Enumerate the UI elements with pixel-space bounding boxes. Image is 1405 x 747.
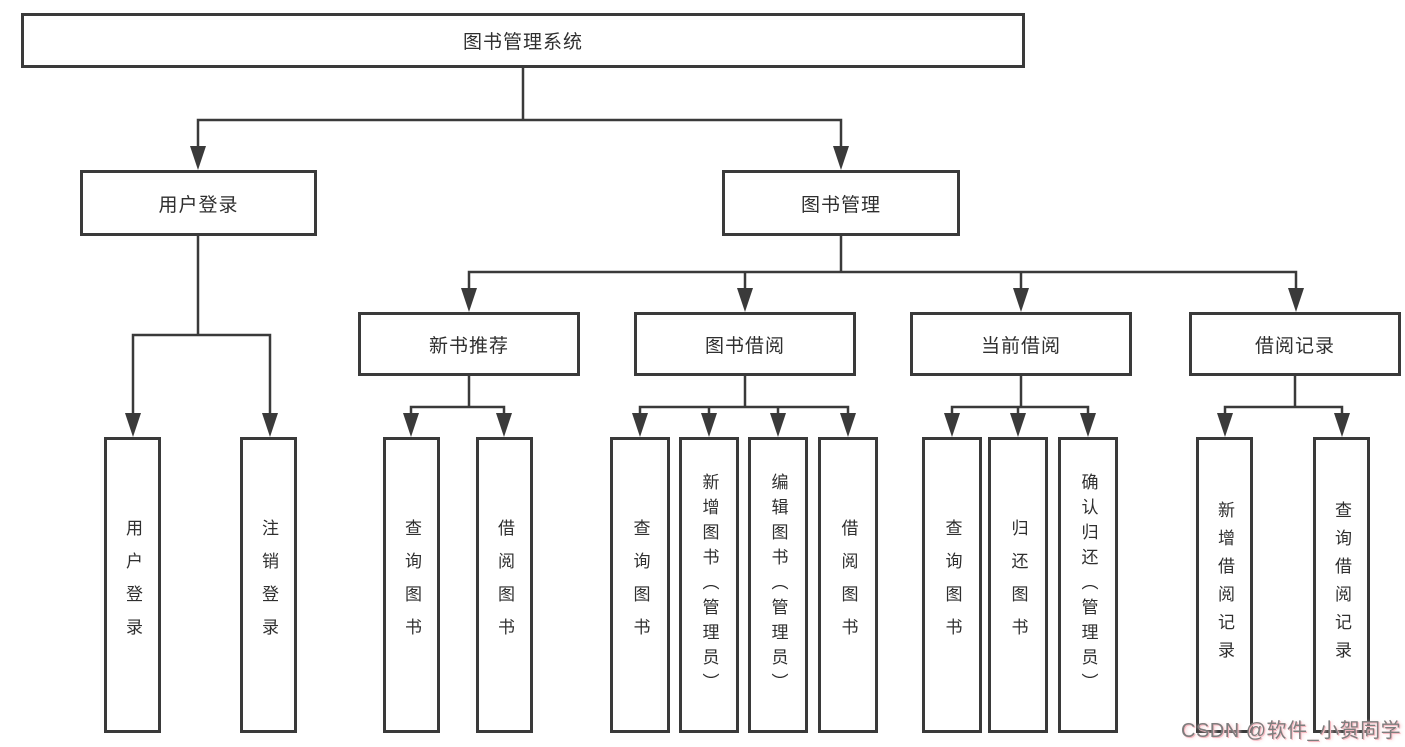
node-leaf-confirm-return-admin: 确认归还（管理员） [1058,437,1118,733]
node-user-login-label: 用户登录 [158,194,239,216]
node-user-login: 用户登录 [80,170,317,236]
node-leaf-logout: 注销登录 [240,437,297,733]
node-current-borrowing: 当前借阅 [910,312,1132,376]
node-leaf-query-borrow-record: 查询借阅记录 [1313,437,1370,733]
node-root-system-label: 图书管理系统 [462,32,583,53]
node-borrowing-records: 借阅记录 [1189,312,1401,376]
node-leaf-borrow-book: 借阅图书 [818,437,878,733]
node-leaf-borrow-book-recommend: 借阅图书 [476,437,533,733]
node-new-book-recommendation-label: 新书推荐 [428,335,509,357]
node-leaf-query-book-current: 查询图书 [922,437,982,733]
connector-level3-to-leaves [409,376,1344,417]
node-leaf-return-book: 归还图书 [988,437,1048,733]
arrowheads [125,146,1350,437]
node-book-management-label: 图书管理 [800,194,881,216]
connector-user-login-to-children [131,236,272,417]
node-leaf-query-book-recommend: 查询图书 [383,437,440,733]
connector-book-management-to-level3 [467,236,1298,292]
node-new-book-recommendation: 新书推荐 [358,312,580,376]
node-leaf-query-book-borrowing: 查询图书 [610,437,670,733]
connector-root-to-level2 [196,68,843,150]
node-book-borrowing-label: 图书借阅 [704,335,785,357]
node-leaf-add-borrow-record: 新增借阅记录 [1196,437,1253,733]
node-book-borrowing: 图书借阅 [634,312,856,376]
node-root-system: 图书管理系统 [21,13,1025,68]
csdn-watermark: CSDN @软件_小贺同学 [1181,720,1402,742]
node-leaf-user-login: 用户登录 [104,437,161,733]
node-borrowing-records-label: 借阅记录 [1254,335,1335,357]
node-leaf-add-book-admin: 新增图书（管理员） [679,437,739,733]
node-current-borrowing-label: 当前借阅 [980,335,1061,357]
node-book-management: 图书管理 [722,170,960,236]
node-leaf-edit-book-admin: 编辑图书（管理员） [748,437,808,733]
